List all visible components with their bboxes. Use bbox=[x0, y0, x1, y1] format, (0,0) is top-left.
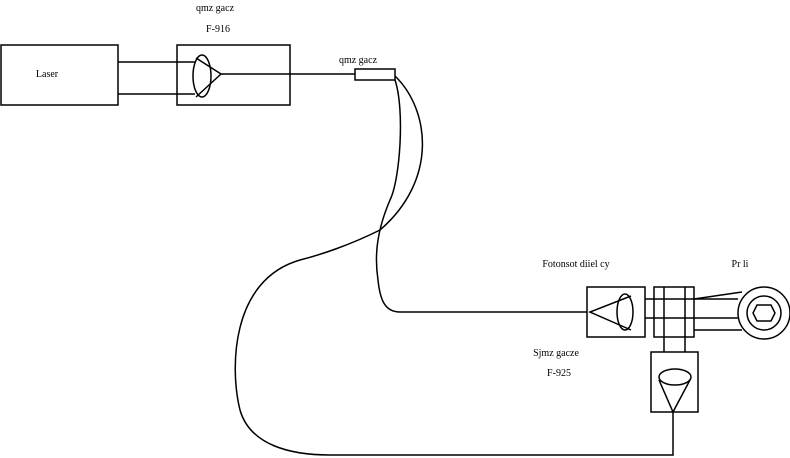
probe-inner-ring bbox=[746, 295, 782, 331]
photodetector-box bbox=[586, 286, 646, 338]
fiber-loop-outer bbox=[234, 75, 674, 456]
lower-coupler-label-line1: Sjmz gacze bbox=[533, 348, 579, 359]
lower-coupler-box bbox=[650, 351, 699, 413]
coupler-box bbox=[176, 44, 291, 106]
fiber-loop-inner bbox=[375, 79, 587, 313]
lower-coupler-lens bbox=[658, 368, 692, 386]
coupler-label-line2: F-916 bbox=[206, 24, 230, 35]
laser-label: Laser bbox=[36, 69, 59, 80]
lower-coupler-label-line2: F-925 bbox=[547, 368, 571, 379]
probe-label: Pr li bbox=[732, 259, 749, 270]
coupler-lens bbox=[192, 54, 212, 98]
probe-core bbox=[752, 304, 776, 322]
probe-outer-ring bbox=[737, 286, 790, 340]
laser-box bbox=[0, 44, 119, 106]
coupler-label-line1: qmz gacz bbox=[196, 3, 235, 14]
photodetector-lens bbox=[616, 293, 634, 331]
photodetector-label: Fotonsot diiel cy bbox=[542, 259, 609, 270]
lower-coupler-cone bbox=[658, 379, 691, 414]
fiber-connector bbox=[354, 68, 396, 81]
connector-label: qmz gacz bbox=[339, 55, 378, 66]
probe-beam-upper bbox=[693, 291, 743, 300]
splitter-block bbox=[653, 286, 695, 338]
photodetector-cone bbox=[588, 295, 632, 331]
